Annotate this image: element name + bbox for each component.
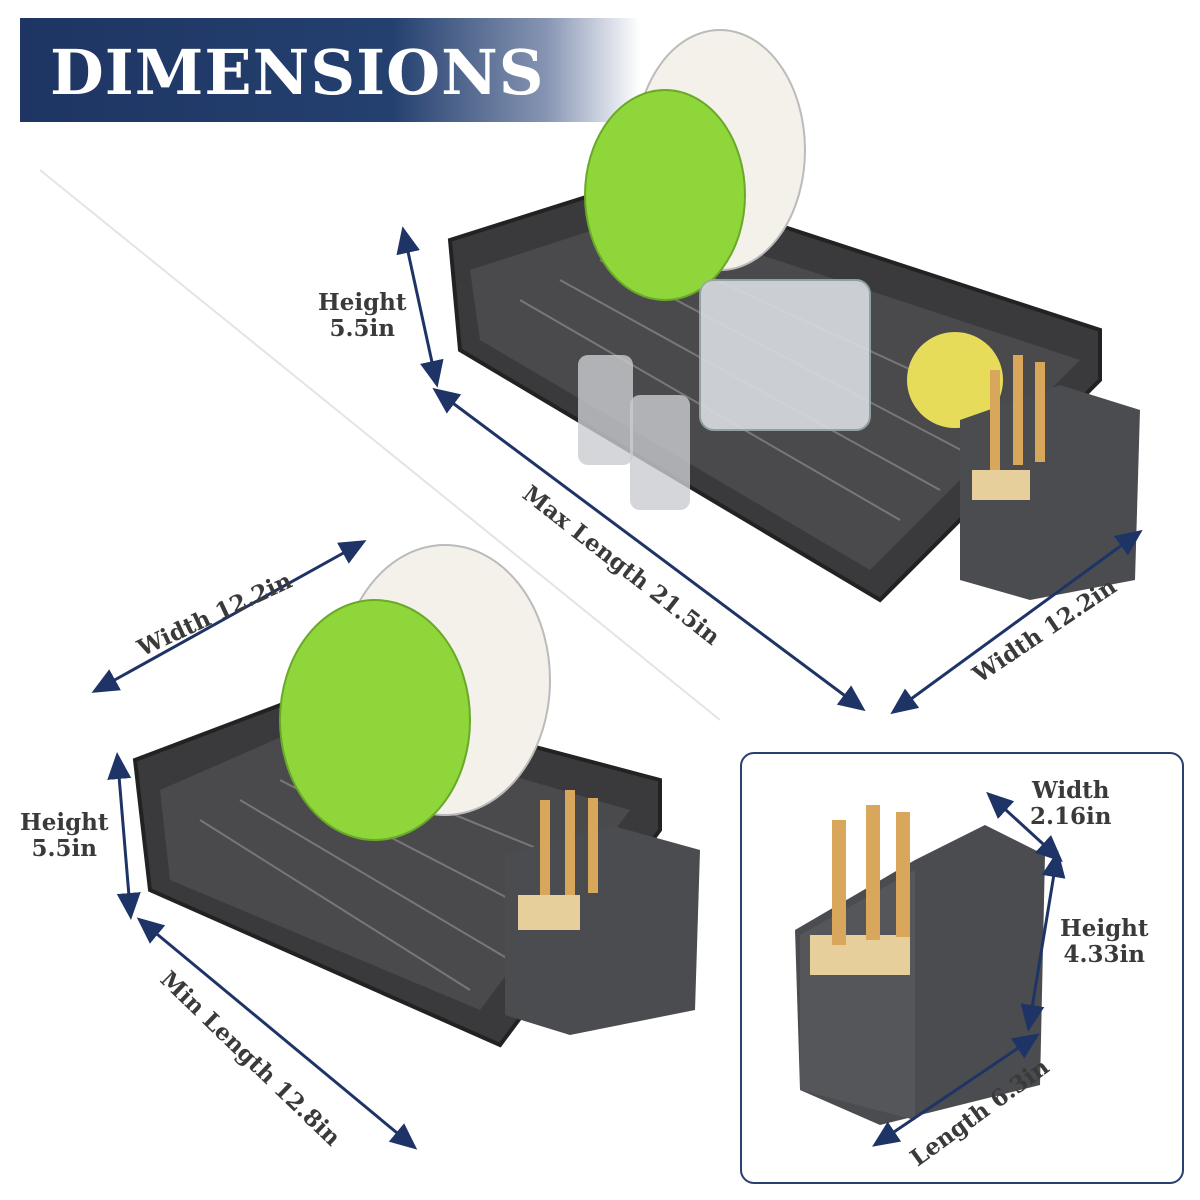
length-arrow-holder — [872, 1033, 1040, 1147]
page-title: DIMENSIONS — [50, 36, 545, 109]
label-line: 2.16in — [1030, 803, 1112, 830]
label-line: Height — [1060, 915, 1149, 942]
label-line: Height — [20, 809, 109, 836]
width-arrow-holder — [986, 791, 1063, 863]
height-arrow-extended — [396, 226, 444, 388]
label-line: Width — [1031, 777, 1110, 804]
width-arrow-extended — [890, 529, 1143, 715]
label-line: 4.33in — [1063, 941, 1145, 968]
length-arrow-compact — [136, 917, 418, 1150]
label-line: 5.5in — [31, 835, 97, 862]
compact-height-label: Height 5.5in — [20, 810, 109, 862]
holder-height-label: Height 4.33in — [1060, 916, 1149, 968]
header-banner: DIMENSIONS — [20, 18, 640, 122]
utensil-holder-inset — [740, 752, 1184, 1184]
height-arrow-holder — [1020, 850, 1066, 1032]
holder-width-label: Width 2.16in — [1030, 778, 1111, 830]
extended-height-label: Height 5.5in — [318, 290, 407, 342]
width-arrow-compact — [91, 540, 367, 693]
height-arrow-compact — [107, 752, 141, 920]
length-arrow-extended — [432, 387, 866, 712]
label-line: 5.5in — [329, 315, 395, 342]
label-line: Height — [318, 289, 407, 316]
